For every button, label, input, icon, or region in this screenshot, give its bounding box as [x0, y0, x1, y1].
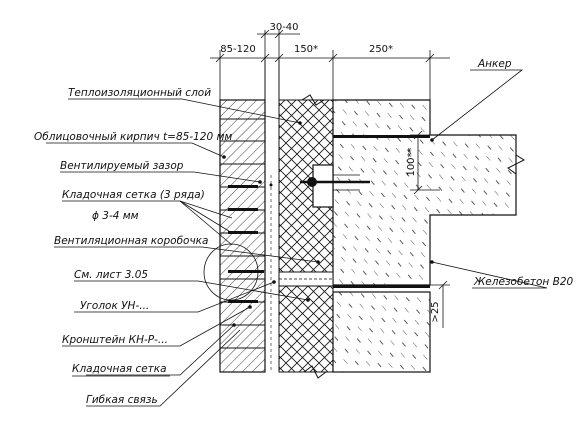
dim-bottom-offset: >25 — [430, 301, 441, 322]
dimension-lines — [210, 29, 450, 328]
insulation-layer — [278, 94, 334, 379]
label-mesh-diameter: ϕ 3-4 мм — [92, 210, 139, 222]
label-facing-brick: Облицовочный кирпич t=85-120 мм — [34, 131, 232, 143]
dim-insulation-width: 150* — [294, 44, 318, 55]
concrete-structure — [278, 99, 526, 373]
facing-brick-layer — [219, 99, 266, 373]
dim-slab-width: 250* — [369, 44, 393, 55]
label-angle: Уголок УН-... — [80, 300, 149, 312]
dim-gap-width: 30-40 — [269, 22, 298, 33]
label-flexible-tie: Гибкая связь — [86, 394, 158, 406]
label-bracket: Кронштейн КН-Р-... — [62, 334, 168, 346]
label-vent-box: Вентиляционная коробочка — [54, 235, 208, 247]
ventilated-gap — [264, 60, 280, 372]
dim-anchor-depth: 100** — [406, 147, 417, 176]
extra-leaders — [72, 329, 241, 407]
anchor-assembly — [300, 164, 370, 208]
dim-brick-width: 85-120 — [220, 44, 255, 55]
label-ventilated-gap: Вентилируемый зазор — [60, 160, 184, 172]
label-masonry-mesh: Кладочная сетка (3 ряда) — [62, 189, 205, 201]
label-see-sheet: См. лист 3.05 — [74, 269, 148, 281]
label-masonry-mesh-2: Кладочная сетка — [72, 363, 167, 375]
label-anchor: Анкер — [477, 58, 512, 70]
label-concrete: Железобетон В20 — [473, 276, 574, 288]
label-insulation-layer: Теплоизоляционный слой — [68, 87, 211, 99]
leader-lines — [46, 69, 548, 376]
